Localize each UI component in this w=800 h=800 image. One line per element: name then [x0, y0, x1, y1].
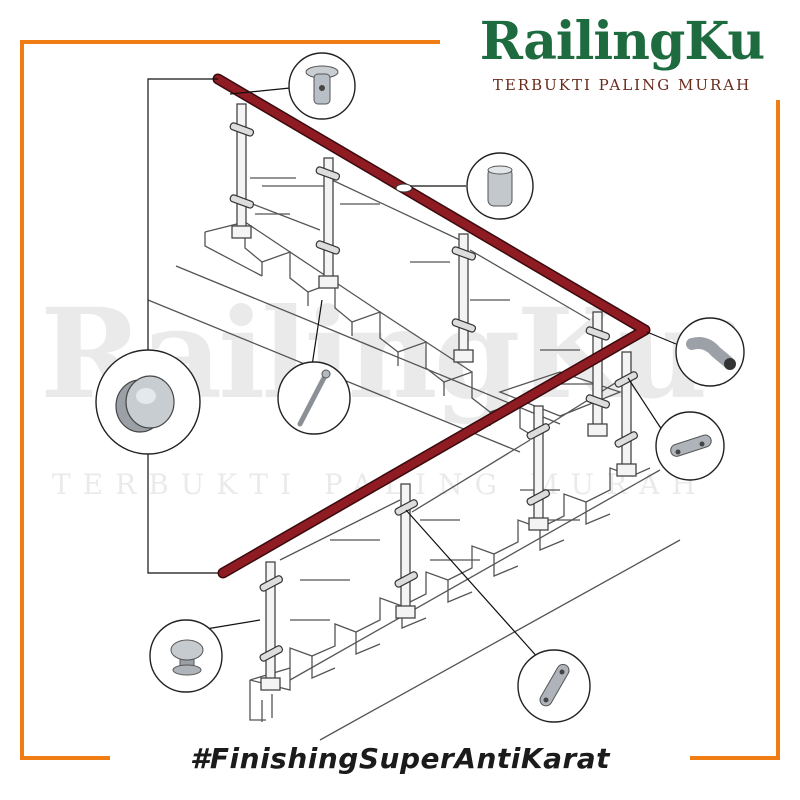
post-4-base: [587, 423, 608, 437]
post-3-base: [453, 349, 474, 363]
rod-pin-icon: [297, 369, 331, 427]
post-2-base: [318, 275, 339, 289]
end-cap-icon: [115, 375, 175, 433]
floor-line-mid: [289, 469, 661, 681]
mounting-plate-icon: [670, 434, 712, 457]
upper-stair-steps: [204, 221, 541, 441]
brand-tagline: TERBUKTI PALING MURAH: [492, 76, 752, 94]
post-1-base: [231, 225, 252, 239]
floor-line-bottom: [319, 539, 681, 741]
post-6-base: [528, 517, 549, 531]
floor-line-upper: [175, 265, 561, 425]
glass-clamp-knob-icon: [170, 639, 204, 676]
footer-hashtag: #FinishingSuperAntiKarat: [189, 742, 611, 775]
elbow-joint-icon: [686, 337, 736, 370]
post-5: [621, 351, 632, 469]
handrail: [212, 73, 651, 579]
brand-logo: RailingKu TERBUKTI PALING MURAH: [448, 11, 796, 95]
post-5-base: [616, 463, 637, 477]
post-1: [236, 103, 247, 231]
leader-top: [147, 78, 218, 352]
post-6: [533, 405, 544, 523]
leader-bottom: [147, 452, 218, 574]
brand-name: RailingKu: [479, 11, 765, 72]
flat-plate-icon: [539, 663, 570, 707]
tube-connector-icon: [487, 165, 513, 207]
mounting-bracket-icon: [305, 65, 339, 105]
lower-stair-steps: [249, 467, 651, 721]
post-8-base: [260, 677, 281, 691]
post-7-base: [395, 605, 416, 619]
